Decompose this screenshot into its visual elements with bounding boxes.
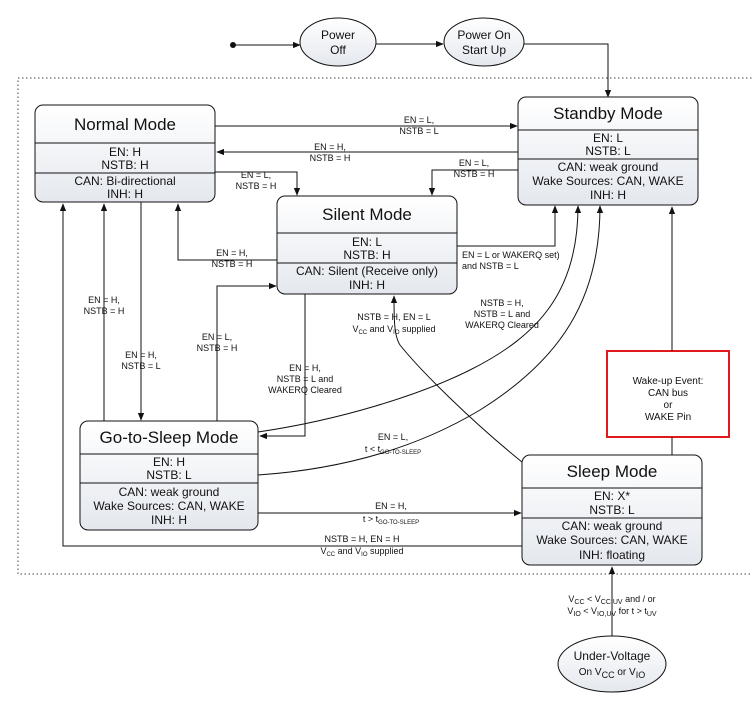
label-standby-to-normal-1: EN = H, xyxy=(314,142,346,152)
standby-mode-wake: Wake Sources: CAN, WAKE xyxy=(532,174,683,188)
label-normal-to-gts-2: NSTB = L xyxy=(121,361,160,371)
power-off-line1: Power xyxy=(321,28,355,42)
uv-condition-line1: VCC < VCC,UV and / or xyxy=(568,594,655,606)
go-to-sleep-mode-en: EN: H xyxy=(153,455,185,469)
standby-mode-en: EN: L xyxy=(593,131,623,145)
label-gts-timeout-b-en: EN = H, xyxy=(375,501,407,511)
go-to-sleep-mode-title: Go-to-Sleep Mode xyxy=(100,428,239,447)
label-silent-to-normal-2: NSTB = H xyxy=(212,259,253,269)
sleep-mode-can: CAN: weak ground xyxy=(562,519,663,533)
edge-sleep-to-normal xyxy=(59,203,522,547)
label-sleep-to-silent-2: VCC and VIO supplied xyxy=(352,324,435,336)
under-voltage-line1: Under-Voltage xyxy=(574,649,651,663)
under-voltage-line2: On VCC or VIO xyxy=(579,667,645,680)
power-on-line1: Power On xyxy=(457,28,510,42)
power-on-line2: Start Up xyxy=(462,43,506,57)
power-on-node xyxy=(443,17,525,67)
silent-mode-state: Silent Mode EN: L NSTB: H CAN: Silent (R… xyxy=(276,195,458,295)
edge-silent-to-gts xyxy=(259,294,306,440)
edge-sleep-to-silent xyxy=(390,295,523,463)
standby-mode-inh: INH: H xyxy=(590,188,626,202)
label-gts-to-silent-2: NSTB = H xyxy=(197,343,238,353)
sleep-mode-en: EN: X* xyxy=(594,489,630,503)
go-to-sleep-mode-state: Go-to-Sleep Mode EN: H NSTB: L CAN: weak… xyxy=(79,420,259,531)
label-sleep-to-normal-2: VCC and VIO supplied xyxy=(320,546,403,558)
standby-mode-state: Standby Mode EN: L NSTB: L CAN: weak gro… xyxy=(517,96,699,206)
label-silent-to-gts-2: NSTB = L and xyxy=(277,374,333,384)
label-normal-to-silent-2: NSTB = H xyxy=(236,181,277,191)
edge-gts-timeout-to-standby xyxy=(257,205,604,476)
silent-mode-title: Silent Mode xyxy=(322,205,412,224)
label-gts-to-silent-1: EN = L, xyxy=(202,332,232,342)
label-silent-to-standby-2: and NSTB = L xyxy=(462,261,519,271)
label-gts-to-normal-2: NSTB = H xyxy=(84,306,125,316)
go-to-sleep-mode-nstb: NSTB: L xyxy=(146,468,192,482)
silent-mode-nstb: NSTB: H xyxy=(343,248,390,262)
standby-mode-can: CAN: weak ground xyxy=(558,160,659,174)
edge-standby-to-silent xyxy=(428,169,518,196)
uv-condition-line2: VIO < VIO,UV for t > tUV xyxy=(567,606,657,618)
label-gts-to-normal-1: EN = H, xyxy=(88,295,120,305)
label-gts-timeout-a-t: t < tGO-TO-SLEEP xyxy=(365,444,421,456)
go-to-sleep-mode-inh: INH: H xyxy=(151,513,187,527)
label-gts-timeout-a-en: EN = L, xyxy=(378,432,408,442)
label-silent-to-normal-1: EN = H, xyxy=(216,248,248,258)
power-off-line2: Off xyxy=(330,43,346,57)
power-off-node xyxy=(299,17,377,67)
label-silent-to-gts-1: EN = H, xyxy=(289,363,321,373)
label-silent-to-standby-1: EN = L or WAKERQ set) xyxy=(462,250,560,260)
label-sleep-to-normal-1: NSTB = H, EN = H xyxy=(324,534,399,544)
normal-mode-nstb: NSTB: H xyxy=(101,158,148,172)
sleep-mode-state: Sleep Mode EN: X* NSTB: L CAN: weak grou… xyxy=(521,454,703,566)
under-voltage-node xyxy=(557,635,667,693)
edge-power-on-to-standby xyxy=(524,43,612,98)
wake-event-line4: WAKE Pin xyxy=(645,412,691,423)
wake-event-line3: or xyxy=(664,400,674,411)
go-to-sleep-mode-can: CAN: weak ground xyxy=(119,485,220,499)
label-gts-to-standby-2: NSTB = L and xyxy=(474,309,530,319)
label-normal-to-silent-1: EN = L, xyxy=(241,170,271,180)
wake-event-line1: Wake-up Event: xyxy=(633,376,704,387)
start-dot xyxy=(230,42,236,48)
go-to-sleep-mode-wake: Wake Sources: CAN, WAKE xyxy=(93,499,244,513)
edge-silent-to-standby xyxy=(457,205,559,247)
sleep-mode-title: Sleep Mode xyxy=(567,462,658,481)
label-standby-to-normal-2: NSTB = H xyxy=(310,153,351,163)
normal-mode-inh: INH: H xyxy=(107,187,143,201)
wake-event-line2: CAN bus xyxy=(648,388,688,399)
sleep-mode-inh: INH: floating xyxy=(579,548,645,562)
label-normal-to-standby-1: EN = L, xyxy=(404,115,434,125)
label-standby-to-silent-2: NSTB = H xyxy=(454,169,495,179)
sleep-mode-nstb: NSTB: L xyxy=(589,503,635,517)
sleep-mode-wake: Wake Sources: CAN, WAKE xyxy=(536,533,687,547)
normal-mode-en: EN: H xyxy=(109,145,141,159)
label-sleep-to-silent-1: NSTB = H, EN = L xyxy=(357,312,431,322)
normal-mode-can: CAN: Bi-directional xyxy=(74,174,175,188)
silent-mode-en: EN: L xyxy=(352,235,382,249)
edge-normal-to-silent xyxy=(215,171,301,196)
label-normal-to-gts-1: EN = H, xyxy=(125,350,157,360)
edge-gts-to-standby xyxy=(257,205,582,433)
wake-up-event-box xyxy=(606,350,730,438)
label-normal-to-standby-2: NSTB = L xyxy=(399,126,438,136)
normal-mode-state: Normal Mode EN: H NSTB: H CAN: Bi-direct… xyxy=(34,104,216,203)
silent-mode-inh: INH: H xyxy=(349,278,385,292)
label-standby-to-silent-1: EN = L, xyxy=(459,158,489,168)
standby-mode-nstb: NSTB: L xyxy=(585,144,631,158)
label-gts-timeout-b-t: t > tGO-TO-SLEEP xyxy=(363,514,419,526)
label-gts-to-standby-3: WAKERQ Cleared xyxy=(465,320,539,330)
normal-mode-title: Normal Mode xyxy=(74,115,176,134)
label-gts-to-standby-1: NSTB = H, xyxy=(480,298,523,308)
edge-gts-to-silent xyxy=(216,282,277,421)
operating-region-border xyxy=(17,77,752,575)
edge-silent-to-normal xyxy=(174,203,277,261)
label-silent-to-gts-3: WAKERQ Cleared xyxy=(268,385,342,395)
standby-mode-title: Standby Mode xyxy=(553,104,663,123)
silent-mode-can: CAN: Silent (Receive only) xyxy=(296,264,438,278)
